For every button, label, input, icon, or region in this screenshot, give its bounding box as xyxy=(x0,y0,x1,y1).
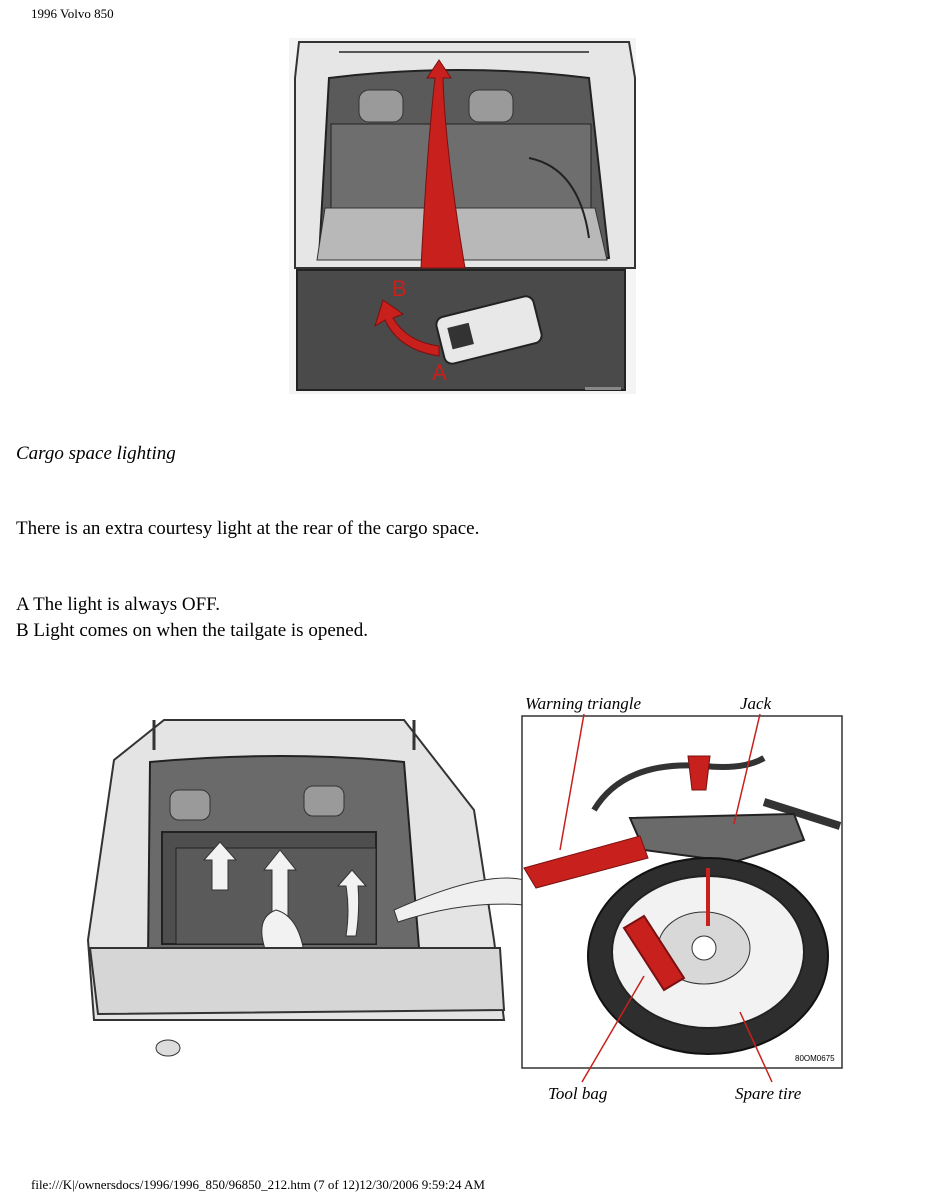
label-jack: Jack xyxy=(740,694,771,714)
figure-code: 80OM0675 xyxy=(795,1054,835,1063)
figure-caption: Cargo space lighting xyxy=(16,443,176,465)
label-spare-tire: Spare tire xyxy=(735,1084,801,1104)
list-item: B Light comes on when the tailgate is op… xyxy=(16,620,368,642)
page-header-title: 1996 Volvo 850 xyxy=(31,6,114,22)
label-tool-bag: Tool bag xyxy=(548,1084,607,1104)
cargo-light-illustration xyxy=(289,38,636,394)
spare-tire-tools-illustration xyxy=(84,690,844,1110)
description-paragraph: There is an extra courtesy light at the … xyxy=(16,518,479,540)
list-item: A The light is always OFF. xyxy=(16,594,220,616)
label-warning-triangle: Warning triangle xyxy=(525,694,641,714)
figure-label-a: A xyxy=(432,360,447,386)
figure-label-b: B xyxy=(392,276,407,302)
page-footer-path: file:///K|/ownersdocs/1996/1996_850/9685… xyxy=(31,1177,485,1193)
